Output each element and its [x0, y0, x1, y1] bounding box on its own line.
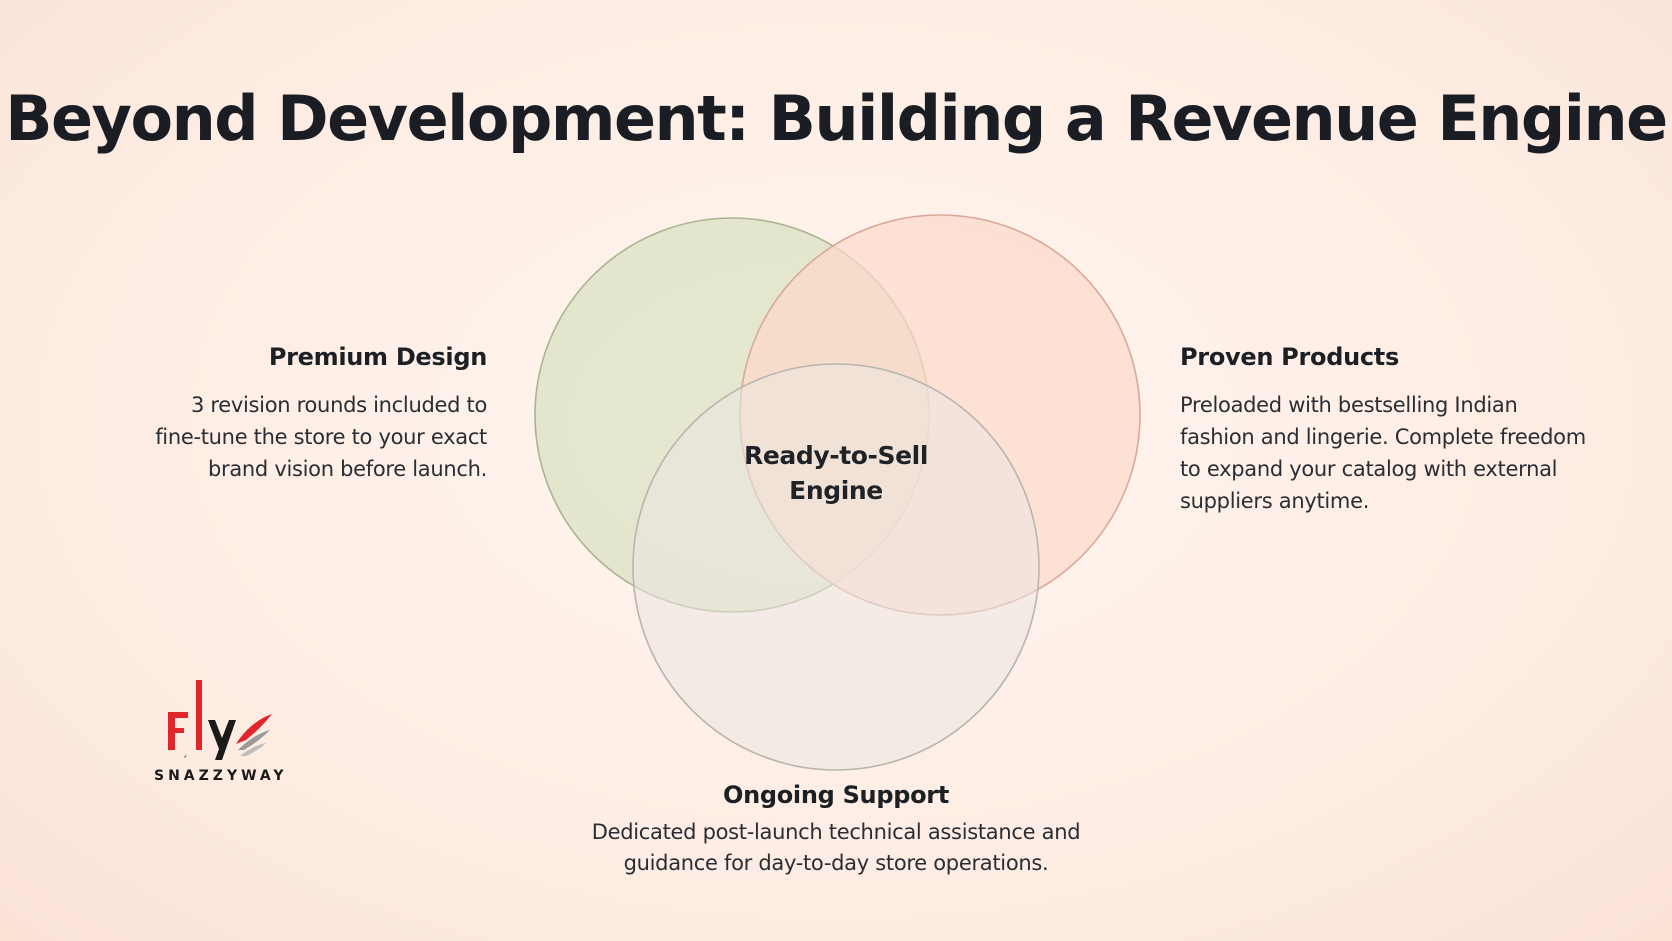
premium-line: 3 revision rounds included to — [190, 393, 487, 417]
proven-line: suppliers anytime. — [1180, 489, 1370, 513]
premium-line: fine-tune the store to your exact — [155, 425, 487, 449]
support-line: guidance for day-to-day store operations… — [623, 851, 1049, 875]
logo-letter-y — [208, 720, 236, 760]
logo-letter-l — [196, 680, 202, 750]
premium-design-heading: Premium Design — [268, 343, 487, 371]
bird-icon — [181, 754, 187, 758]
wing-icon — [236, 714, 272, 744]
proven-line: fashion and lingerie. Complete freedom — [1180, 425, 1586, 449]
proven-products-block: Proven Products Preloaded with bestselli… — [1180, 343, 1610, 517]
premium-design-description: 3 revision rounds included to fine-tune … — [130, 389, 487, 485]
ongoing-support-heading: Ongoing Support — [722, 781, 950, 809]
center-label-line1: Ready-to-Sell — [743, 441, 929, 470]
premium-line: brand vision before launch. — [207, 457, 487, 481]
center-label: Ready-to-Sell Engine — [716, 438, 956, 508]
proven-products-description: Preloaded with bestselling Indian fashio… — [1180, 389, 1610, 517]
support-line: Dedicated post-launch technical assistan… — [591, 820, 1081, 844]
circle-ongoing-support — [632, 363, 1040, 771]
center-label-line2: Engine — [789, 476, 883, 505]
ongoing-support-block: Ongoing Support Dedicated post-launch te… — [536, 781, 1136, 879]
proven-products-heading: Proven Products — [1180, 343, 1399, 371]
flysnazzyway-logo — [168, 680, 272, 760]
ongoing-support-description: Dedicated post-launch technical assistan… — [536, 817, 1136, 879]
page-title: Beyond Development: Building a Revenue E… — [5, 82, 1668, 155]
premium-design-block: Premium Design 3 revision rounds include… — [130, 343, 487, 485]
proven-line: Preloaded with bestselling Indian — [1180, 393, 1518, 417]
proven-line: to expand your catalog with external — [1180, 457, 1558, 481]
logo-wordmark: SNAZZYWAY — [154, 768, 288, 784]
